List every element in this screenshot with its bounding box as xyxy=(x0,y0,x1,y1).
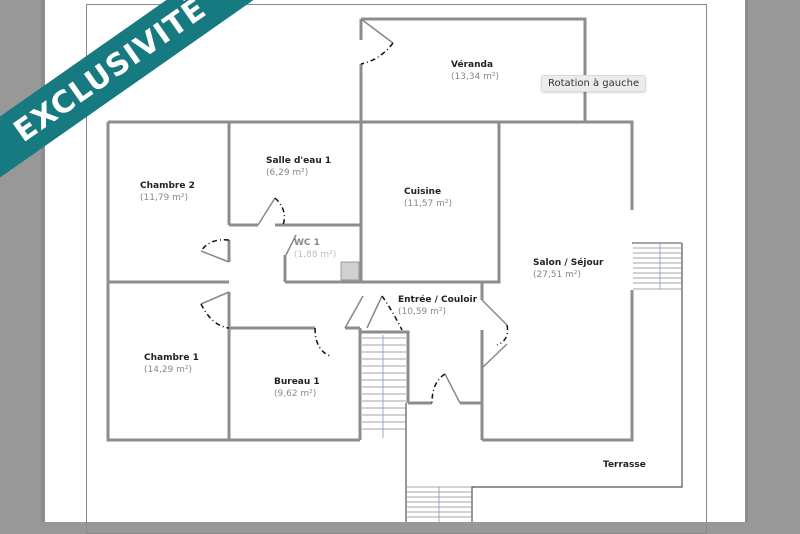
room-name: Salle d'eau 1 xyxy=(266,156,332,166)
room-area: (10,59 m²) xyxy=(398,307,447,317)
viewer-background-right xyxy=(745,0,748,522)
room-name: Entrée / Couloir xyxy=(398,295,478,305)
room-name: Terrasse xyxy=(603,460,646,470)
room-cuisine: Cuisine (11,57 m²) xyxy=(404,186,452,210)
room-name: Chambre 1 xyxy=(144,353,199,363)
room-salon-sejour: Salon / Séjour (27,51 m²) xyxy=(533,257,603,281)
room-salle-d-eau-1: Salle d'eau 1 (6,29 m²) xyxy=(266,155,331,179)
floor-plan xyxy=(106,17,683,522)
room-wc-1: WC 1 (1,88 m²) xyxy=(294,237,336,261)
room-entree-couloir: Entrée / Couloir (10,59 m²) xyxy=(398,294,477,318)
tooltip-label: Rotation à gauche xyxy=(548,78,640,89)
room-name: Salon / Séjour xyxy=(533,258,604,268)
room-area: (11,79 m²) xyxy=(140,193,189,203)
room-chambre-2: Chambre 2 (11,79 m²) xyxy=(140,180,195,204)
room-veranda: Véranda (13,34 m²) xyxy=(451,59,499,83)
wc-fixture xyxy=(340,261,360,281)
room-area: (27,51 m²) xyxy=(533,270,582,280)
room-name: Cuisine xyxy=(404,187,442,197)
room-chambre-1: Chambre 1 (14,29 m²) xyxy=(144,352,199,376)
room-name: WC 1 xyxy=(294,238,320,248)
room-area: (1,88 m²) xyxy=(294,250,337,260)
room-area: (13,34 m²) xyxy=(451,72,500,82)
room-bureau-1: Bureau 1 (9,62 m²) xyxy=(274,376,320,400)
viewer-background-left xyxy=(41,0,45,522)
room-area: (9,62 m²) xyxy=(274,389,317,399)
rotate-left-tooltip: Rotation à gauche xyxy=(541,75,647,92)
room-area: (11,57 m²) xyxy=(404,199,453,209)
room-area: (14,29 m²) xyxy=(144,365,193,375)
room-terrasse: Terrasse xyxy=(603,459,646,471)
room-name: Bureau 1 xyxy=(274,377,320,387)
room-name: Chambre 2 xyxy=(140,181,195,191)
room-name: Véranda xyxy=(451,60,494,70)
room-area: (6,29 m²) xyxy=(266,168,309,178)
